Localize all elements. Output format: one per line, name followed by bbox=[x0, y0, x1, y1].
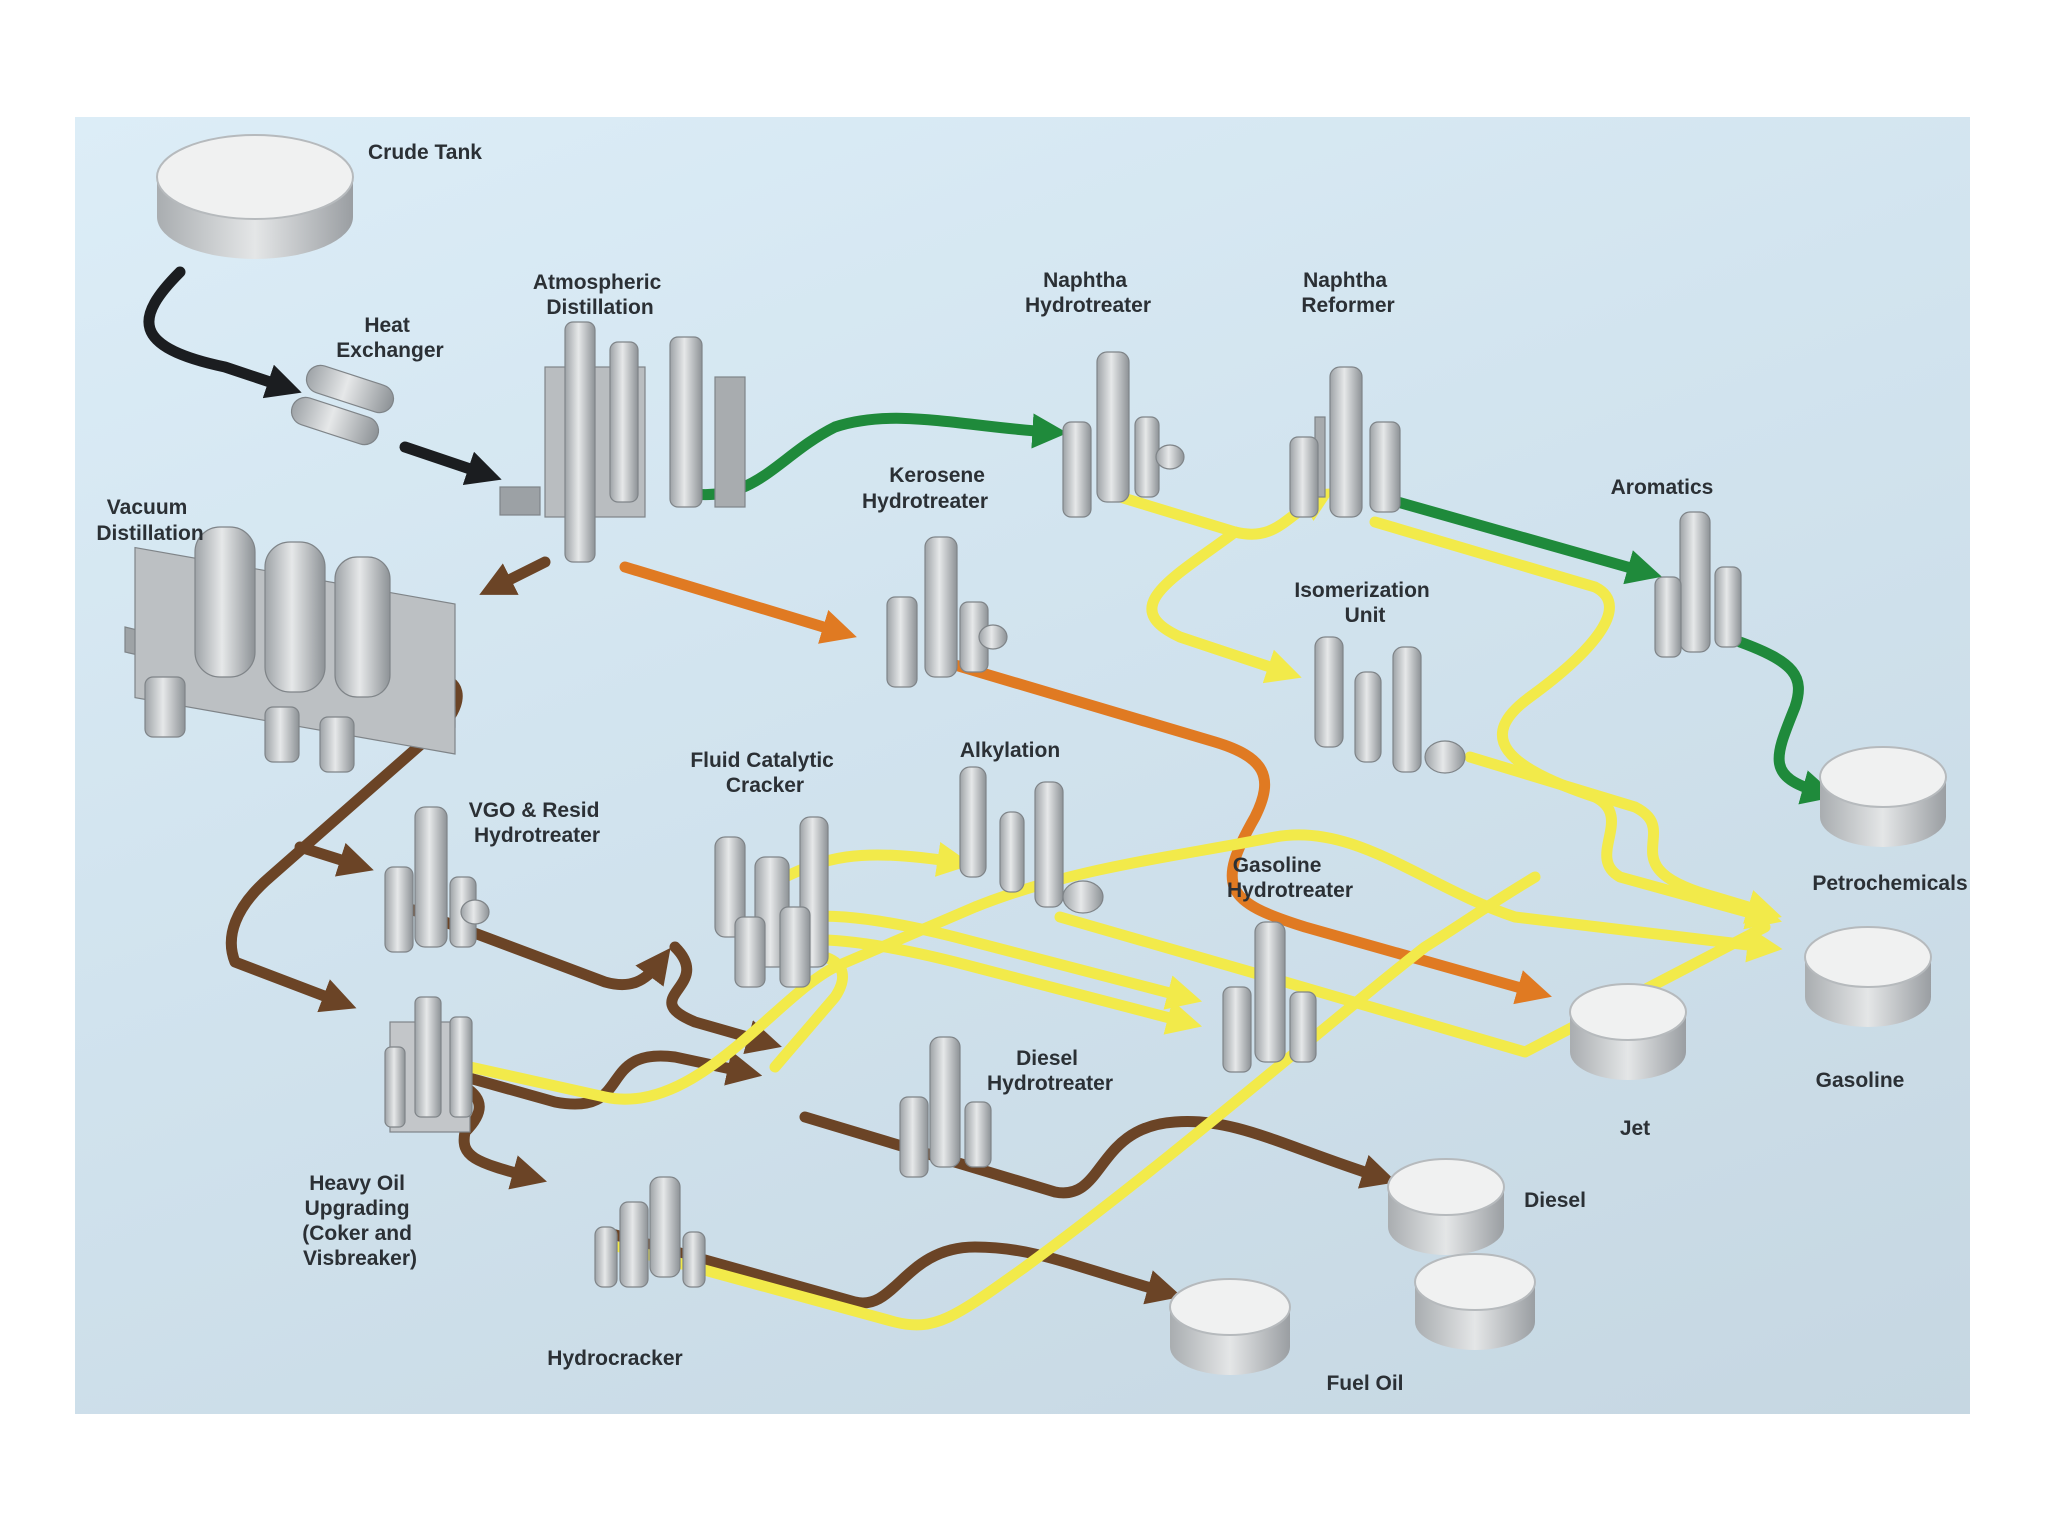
vacuum-distillation-unit bbox=[124, 526, 456, 773]
label-isomerization-unit: Isomerization Unit bbox=[1294, 579, 1435, 627]
crude-tank bbox=[156, 134, 354, 259]
pipe-reformer-to-gasoline bbox=[1369, 516, 1782, 930]
pipe-kerosene-to-jet bbox=[939, 656, 1552, 1005]
naphtha-hydrotreater-unit bbox=[1062, 351, 1185, 518]
label-naphtha-hydrotreater: Naphtha Hydrotreater bbox=[1025, 269, 1151, 317]
label-fluid-catalytic-cracker: Fluid Catalytic Cracker bbox=[690, 749, 839, 797]
label-kerosene-hydrotreater: Kerosene Hydrotreater bbox=[862, 464, 991, 513]
pipe-aromatics-to-petrochemicals bbox=[1734, 636, 1837, 805]
pipe-vacuum-main-line bbox=[225, 676, 463, 1013]
label-atmospheric-distillation: Atmospheric Distillation bbox=[533, 271, 667, 319]
pipe-atmospheric-to-vacuum bbox=[479, 556, 551, 595]
diagram-panel: Crude Tank Heat Exchanger Atmospheric Di… bbox=[75, 117, 1970, 1414]
fuel-oil-tank-2 bbox=[1414, 1253, 1536, 1350]
label-fuel-oil: Fuel Oil bbox=[1326, 1372, 1403, 1395]
label-crude-tank: Crude Tank bbox=[368, 141, 482, 164]
isomerization-unit bbox=[1314, 636, 1466, 774]
fuel-oil-tank-1 bbox=[1169, 1278, 1291, 1375]
heavy-oil-upgrading-unit bbox=[384, 996, 473, 1133]
gasoline-hydrotreater-unit bbox=[1222, 921, 1317, 1073]
pipe-naphtha-hydrotreater-to-isomerization bbox=[1146, 526, 1302, 684]
pipe-vgo-to-fcc bbox=[399, 901, 671, 991]
heat-exchanger-unit bbox=[290, 364, 395, 446]
label-gasoline-hydrotreater: Gasoline Hydrotreater bbox=[1227, 854, 1353, 902]
refinery-flow-diagram: Crude Tank Heat Exchanger Atmospheric Di… bbox=[96, 134, 1968, 1395]
label-aromatics: Aromatics bbox=[1611, 476, 1714, 499]
diesel-hydrotreater-unit bbox=[899, 1036, 992, 1178]
pipe-heat-exchanger-to-atmospheric bbox=[399, 441, 502, 486]
pipe-isomerization-to-gasoline bbox=[1464, 751, 1782, 924]
pipe-atmospheric-to-kerosene-hydrotreater bbox=[619, 561, 857, 644]
pipe-fcc-to-diesel-hydrotreater bbox=[666, 941, 782, 1055]
diesel-tank bbox=[1387, 1158, 1505, 1255]
gasoline-tank bbox=[1804, 926, 1932, 1027]
petrochemicals-tank bbox=[1819, 746, 1947, 847]
pipe-fcc-to-alkylation bbox=[769, 841, 973, 888]
label-vgo-resid-hydrotreater: VGO & Resid Hydrotreater bbox=[469, 799, 606, 847]
label-hydrocracker: Hydrocracker bbox=[547, 1347, 682, 1370]
label-heat-exchanger: Heat Exchanger bbox=[336, 314, 443, 362]
kerosene-hydrotreater-unit bbox=[886, 536, 1008, 688]
label-jet: Jet bbox=[1620, 1117, 1650, 1140]
pipe-hydrocracker-to-fuel-oil bbox=[599, 1226, 1182, 1309]
alkylation-unit bbox=[959, 766, 1104, 914]
hydrocracker-unit bbox=[594, 1176, 706, 1288]
label-diesel-hydrotreater: Diesel Hydrotreater bbox=[987, 1047, 1113, 1095]
naphtha-reformer-unit bbox=[1289, 366, 1401, 518]
label-diesel: Diesel bbox=[1524, 1189, 1586, 1212]
pipe-hydrocracker-to-jet-line bbox=[614, 871, 1541, 1331]
label-naphtha-reformer: Naphtha Reformer bbox=[1301, 269, 1394, 317]
pipe-diesel-hydrotreater-to-diesel bbox=[799, 1111, 1397, 1199]
label-alkylation: Alkylation bbox=[960, 739, 1060, 762]
label-petrochemicals: Petrochemicals bbox=[1812, 872, 1967, 895]
pipe-reformer-to-aromatics bbox=[1374, 491, 1662, 585]
pipe-crude-tank-to-heat-exchanger bbox=[143, 266, 302, 399]
label-vacuum-distillation: Vacuum Distillation bbox=[96, 496, 203, 545]
jet-tank bbox=[1569, 983, 1687, 1080]
fluid-catalytic-cracker-unit bbox=[714, 816, 829, 988]
aromatics-unit bbox=[1654, 511, 1742, 658]
atmospheric-distillation-unit bbox=[499, 321, 746, 563]
vgo-resid-hydrotreater-unit bbox=[384, 806, 490, 953]
pipe-heavy-oil-to-diesel-hydrotreater bbox=[424, 1050, 763, 1110]
label-gasoline: Gasoline bbox=[1816, 1069, 1905, 1092]
pipe-vacuum-to-vgo-hydrotreater bbox=[294, 841, 374, 877]
label-heavy-oil-upgrading: Heavy Oil Upgrading (Coker and Visbreake… bbox=[302, 1172, 418, 1270]
pipe-heavy-oil-to-gasoline-line bbox=[464, 829, 1783, 1105]
